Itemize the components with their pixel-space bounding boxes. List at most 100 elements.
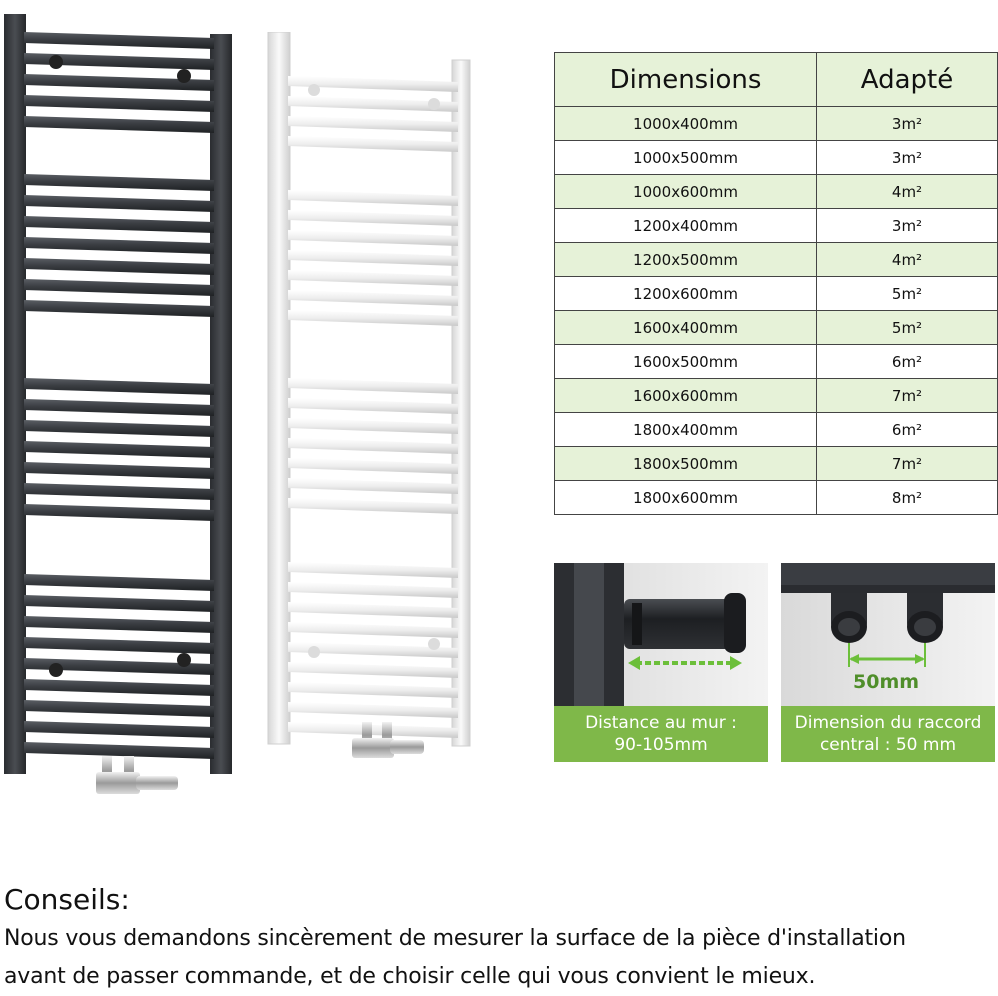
- radiator-bar: [24, 95, 214, 112]
- dimension-cell: 1000x600mm: [554, 174, 817, 209]
- surface-cell: 8m²: [816, 480, 998, 515]
- central-connection-photo: [781, 563, 995, 706]
- surface-cell: 3m²: [816, 208, 998, 243]
- radiator-bar: [24, 574, 214, 591]
- dimension-cell: 1200x600mm: [554, 276, 817, 311]
- measure-label: 50mm: [853, 671, 920, 693]
- radiator-bar: [288, 458, 458, 474]
- dimension-cell: 1600x400mm: [554, 310, 817, 345]
- radiator-bar: [288, 378, 458, 394]
- surface-cell: 5m²: [816, 310, 998, 345]
- radiator-bar: [24, 216, 214, 233]
- radiator-bar: [24, 32, 214, 49]
- radiator-bar: [24, 74, 214, 91]
- radiator-bar: [24, 279, 214, 296]
- radiator-bar: [288, 478, 458, 494]
- radiator-bar: [288, 438, 458, 454]
- dimension-cell: 1000x400mm: [554, 106, 817, 141]
- white-radiator-image: [267, 32, 471, 758]
- dimension-cell: 1200x500mm: [554, 242, 817, 277]
- radiator-bar: [24, 700, 214, 717]
- radiator-bar: [24, 116, 214, 133]
- distance-arrow-icon: [628, 656, 742, 670]
- surface-cell: 7m²: [816, 378, 998, 413]
- radiator-bar: [288, 398, 458, 414]
- radiator-bar: [288, 662, 458, 678]
- radiator-bar: [288, 116, 458, 132]
- radiator-bar: [288, 210, 458, 226]
- measure-arrow-icon: [848, 643, 926, 667]
- radiator-bar: [288, 498, 458, 514]
- wall-distance-caption: Distance au mur : 90-105mm: [554, 706, 768, 762]
- radiator-bar: [24, 399, 214, 416]
- radiator-bar: [24, 195, 214, 212]
- caption-line-1: Distance au mur :: [585, 713, 737, 733]
- dimension-cell: 1800x500mm: [554, 446, 817, 481]
- radiator-bar: [288, 622, 458, 638]
- radiator-bar: [288, 722, 458, 738]
- radiator-bar: [24, 595, 214, 612]
- header-dimensions: Dimensions: [554, 52, 817, 107]
- table-header-row: Dimensions Adapté: [554, 52, 998, 107]
- radiator-bar: [288, 562, 458, 578]
- radiator-bar: [24, 300, 214, 317]
- surface-cell: 6m²: [816, 412, 998, 447]
- advice-line-2: avant de passer commande, et de choisir …: [4, 964, 816, 989]
- surface-cell: 5m²: [816, 276, 998, 311]
- dimension-cell: 1800x400mm: [554, 412, 817, 447]
- dimension-cell: 1600x600mm: [554, 378, 817, 413]
- caption-line-1: Dimension du raccord: [794, 713, 982, 733]
- radiator-bar: [288, 290, 458, 306]
- radiator-bar: [24, 616, 214, 633]
- surface-cell: 4m²: [816, 174, 998, 209]
- radiator-bar: [24, 679, 214, 696]
- advice-section: Conseils: Nous vous demandons sincèremen…: [4, 880, 994, 996]
- radiator-bar: [288, 96, 458, 112]
- header-adapte: Adapté: [816, 52, 998, 107]
- radiator-bar: [288, 270, 458, 286]
- radiator-bar: [288, 682, 458, 698]
- dimension-cell: 1800x600mm: [554, 480, 817, 515]
- radiator-bar: [288, 136, 458, 152]
- radiator-bar: [24, 462, 214, 479]
- radiator-bar: [288, 230, 458, 246]
- surface-cell: 3m²: [816, 140, 998, 175]
- radiator-bars: [288, 76, 458, 738]
- radiator-bar: [24, 53, 214, 70]
- radiator-bar: [24, 258, 214, 275]
- wall-distance-panel: Distance au mur : 90-105mm: [554, 563, 768, 762]
- surface-cell: 3m²: [816, 106, 998, 141]
- anthracite-radiator-image: [4, 14, 232, 794]
- radiator-bar: [24, 658, 214, 675]
- radiator-bar: [288, 190, 458, 206]
- radiator-bars: [24, 32, 214, 759]
- central-connection-caption: Dimension du raccord central : 50 mm: [781, 706, 995, 762]
- radiator-bar: [288, 602, 458, 618]
- dimension-cell: 1200x400mm: [554, 208, 817, 243]
- radiator-bar: [24, 420, 214, 437]
- radiator-bar: [288, 642, 458, 658]
- radiator-bar: [288, 582, 458, 598]
- radiator-bar: [24, 637, 214, 654]
- radiator-bar: [24, 742, 214, 759]
- advice-line-1: Nous vous demandons sincèrement de mesur…: [4, 926, 906, 951]
- radiator-bar: [24, 721, 214, 738]
- surface-cell: 4m²: [816, 242, 998, 277]
- radiator-bar: [288, 702, 458, 718]
- surface-cell: 6m²: [816, 344, 998, 379]
- radiator-bar: [24, 378, 214, 395]
- dimension-cell: 1600x500mm: [554, 344, 817, 379]
- radiator-bar: [24, 441, 214, 458]
